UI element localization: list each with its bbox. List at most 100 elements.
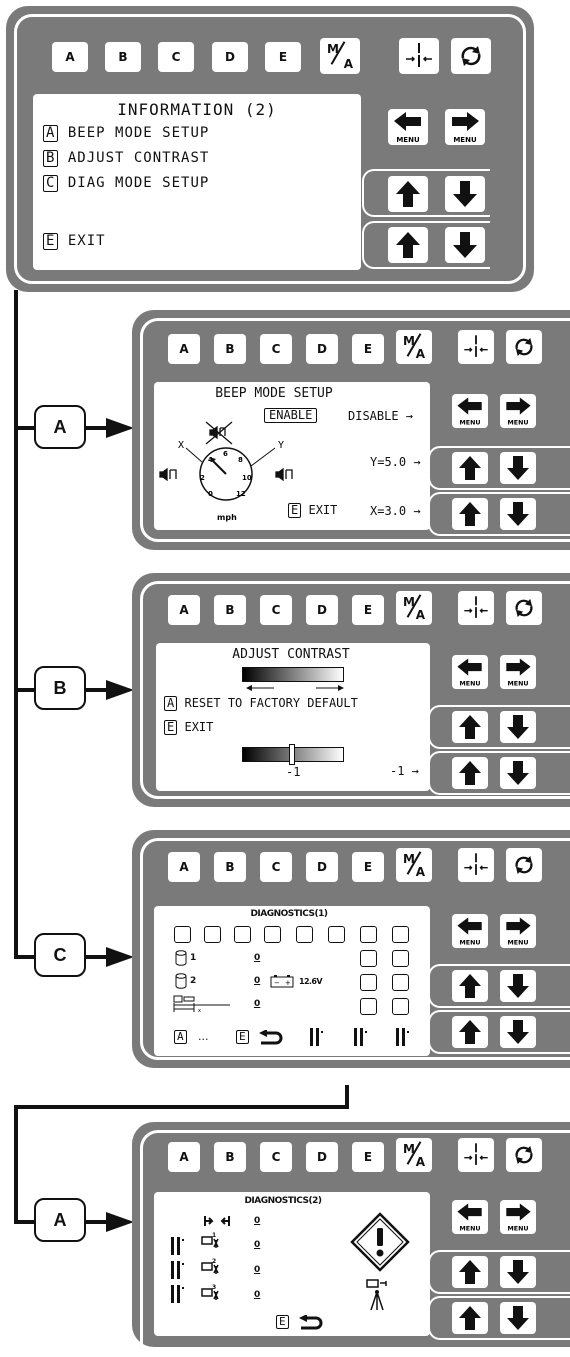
down-arrow-icon [507,1020,529,1044]
up-button-1[interactable] [452,1256,488,1288]
center-key[interactable] [458,848,494,882]
menu-right-button[interactable]: MENU [500,394,536,428]
menu-right-button[interactable]: MENU [500,655,536,689]
cycle-key[interactable] [506,1138,542,1172]
sensor-left-icon-3 [171,1285,184,1303]
center-key[interactable] [458,330,494,364]
key-c[interactable]: C [158,42,194,72]
up-button-1[interactable] [452,452,488,484]
key-b[interactable]: B [214,1142,246,1172]
down-button-1[interactable] [500,1256,536,1288]
center-icon [464,335,488,357]
menu-right-button[interactable]: MENU [445,109,485,145]
up-button-2[interactable] [452,1016,488,1048]
down-button-2[interactable] [500,1302,536,1334]
svg-text:MENU: MENU [508,420,529,427]
updown-group-2 [362,221,490,269]
key-c[interactable]: C [260,595,292,625]
down-button-2[interactable] [500,498,536,530]
key-d[interactable]: D [306,595,338,625]
info-item-c[interactable]: C DIAG MODE SETUP [43,175,209,192]
up-button-1[interactable] [452,711,488,743]
svg-text:MENU: MENU [508,940,529,947]
down-button-2[interactable] [445,227,485,263]
key-d[interactable]: D [306,334,338,364]
key-d[interactable]: D [306,1142,338,1172]
menu-right-button[interactable]: MENU [500,1200,536,1234]
x-value-text: X=3.0 [370,504,407,518]
cycle-key[interactable] [451,38,491,74]
up-button-2[interactable] [452,498,488,530]
contrast-exit[interactable]: E EXIT [164,720,213,735]
key-c[interactable]: C [260,852,292,882]
status-box [296,926,313,943]
menu-right-button[interactable]: MENU [500,914,536,948]
key-a[interactable]: A [52,42,88,72]
diag1-e-key[interactable]: E [236,1030,249,1044]
key-a[interactable]: A [168,595,200,625]
menu-left-button[interactable]: MENU [452,394,488,428]
key-e[interactable]: E [352,334,384,364]
status-box [264,926,281,943]
down-button-2[interactable] [500,1016,536,1048]
down-button-1[interactable] [500,970,536,1002]
key-b[interactable]: B [214,852,246,882]
diag2-e-key[interactable]: E [276,1315,289,1329]
menu-left-button[interactable]: MENU [452,1200,488,1234]
center-key[interactable] [399,38,439,74]
down-button-1[interactable] [500,452,536,484]
panel-border [140,838,570,1060]
diag1-a-key[interactable]: A [174,1030,187,1044]
beep-exit[interactable]: E EXIT [288,503,337,518]
status-box [392,950,409,967]
key-a[interactable]: A [168,334,200,364]
key-d[interactable]: D [306,852,338,882]
info-item-a[interactable]: A BEEP MODE SETUP [43,125,209,142]
key-b[interactable]: B [214,595,246,625]
key-d[interactable]: D [212,42,248,72]
contrast-slider-thumb[interactable] [289,744,295,765]
ma-a: A [415,1155,425,1169]
menu-left-button[interactable]: MENU [452,655,488,689]
gauge-num-0: 0 [208,490,213,498]
cycle-key[interactable] [506,848,542,882]
key-b[interactable]: B [105,42,141,72]
key-e[interactable]: E [265,42,301,72]
info-exit[interactable]: E EXIT [43,233,106,250]
center-key[interactable] [458,1138,494,1172]
beep-left-icon [159,467,177,482]
beep-disable[interactable]: DISABLE → [348,409,414,423]
key-b[interactable]: B [214,334,246,364]
cycle-key[interactable] [506,330,542,364]
down-button-1[interactable] [500,711,536,743]
key-a[interactable]: A [168,852,200,882]
cycle-icon [515,599,533,617]
key-c[interactable]: C [260,334,292,364]
up-button-2[interactable] [452,1302,488,1334]
gauge-num-12: 12 [236,490,246,498]
beep-enable[interactable]: ENABLE [264,408,318,423]
down-button-1[interactable] [445,176,485,212]
down-button-2[interactable] [500,757,536,789]
key-c[interactable]: C [260,1142,292,1172]
center-key[interactable] [458,591,494,625]
menu-left-button[interactable]: MENU [388,109,428,145]
cycle-key[interactable] [506,591,542,625]
key-e[interactable]: E [352,1142,384,1172]
up-button-1[interactable] [452,970,488,1002]
menu-left-button[interactable]: MENU [452,914,488,948]
up-button-2[interactable] [388,227,428,263]
contrast-slider-track[interactable] [242,744,344,765]
contrast-reset[interactable]: A RESET TO FACTORY DEFAULT [164,696,358,711]
key-e[interactable]: E [352,852,384,882]
key-a[interactable]: A [168,1142,200,1172]
info-item-b[interactable]: B ADJUST CONTRAST [43,150,209,167]
key-e[interactable]: E [352,595,384,625]
up-button-2[interactable] [452,757,488,789]
up-button-1[interactable] [388,176,428,212]
